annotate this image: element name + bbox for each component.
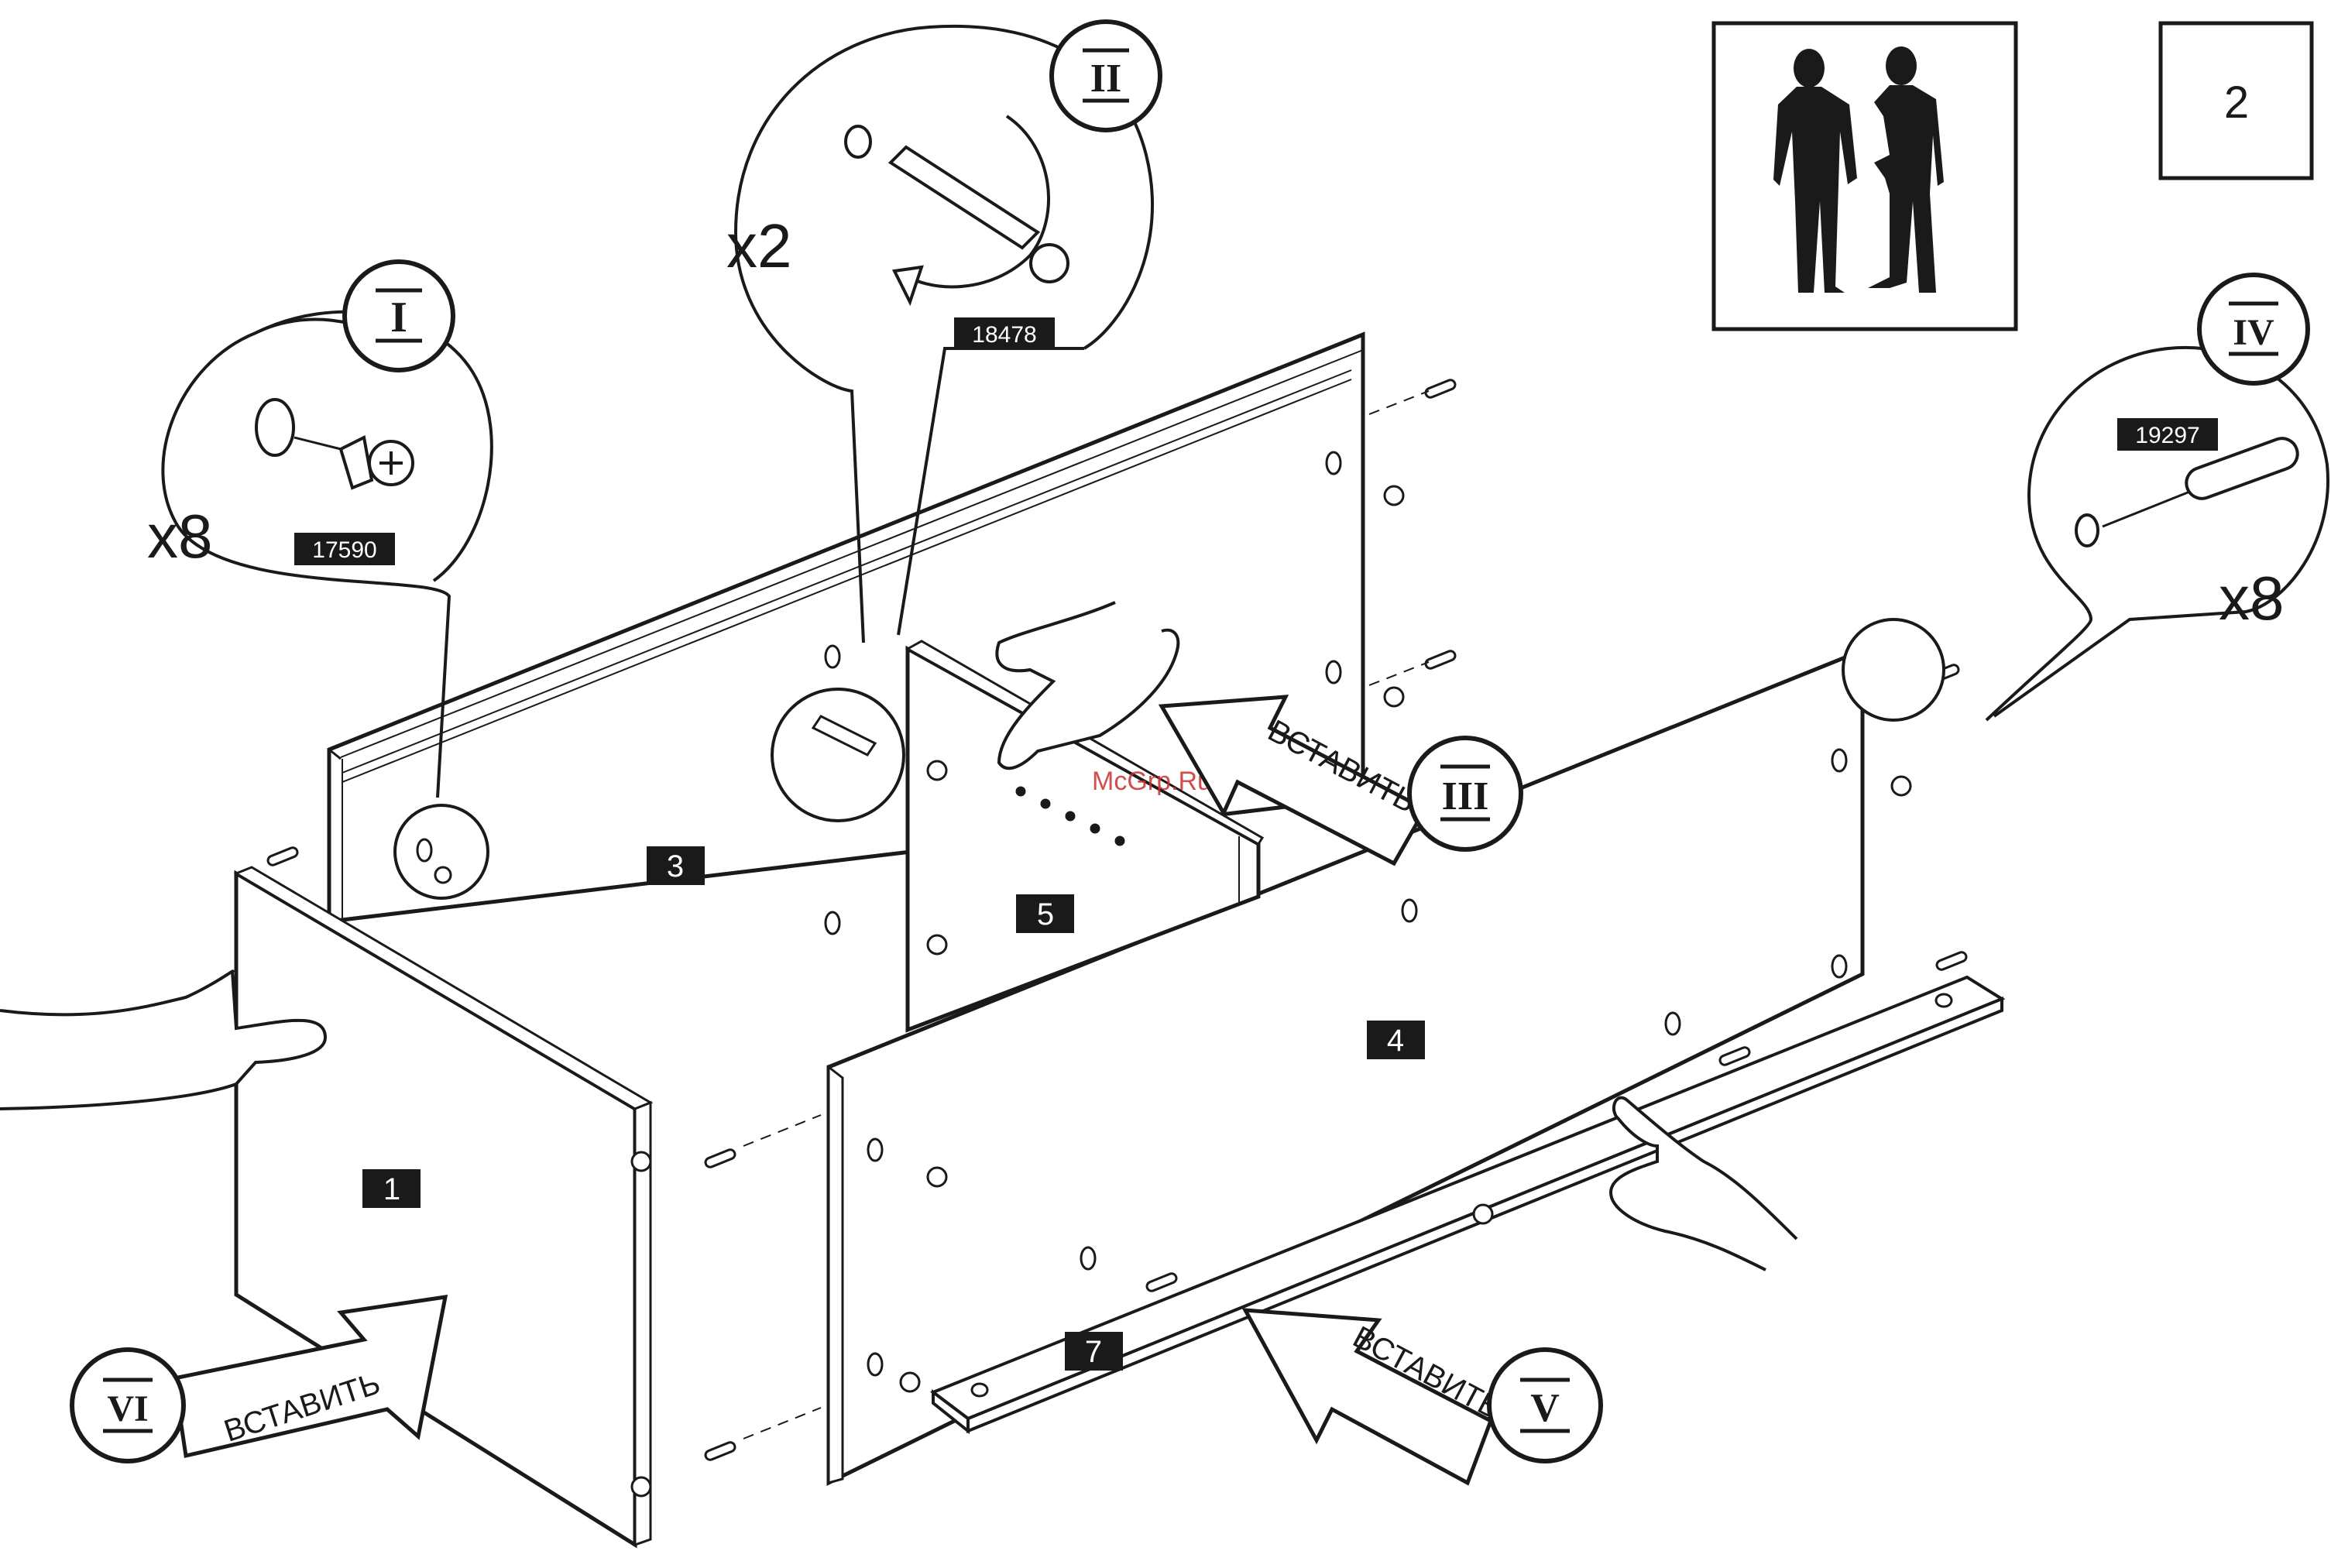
callout-VI-roman: VI (107, 1388, 148, 1429)
callout-IV-part-code: 19297 (2135, 423, 2199, 448)
callout-IV-quantity: x8 (2219, 564, 2285, 633)
callout-III-roman: III (1442, 774, 1489, 818)
callout-IV-roman: IV (2233, 312, 2274, 353)
callout-II-roman: II (1090, 57, 1121, 101)
callout-I-quantity: x8 (147, 502, 213, 571)
callout-I-roman: I (390, 293, 407, 341)
callout-V-arrow: ВСТАВИТЬ V (1245, 1310, 1601, 1483)
brand-watermark: McGrp.Ru (1092, 767, 1212, 796)
callout-VI-arrow: ВСТАВИТЬ VI (72, 1297, 445, 1461)
callout-II-quantity: x2 (726, 211, 792, 280)
cam-lock-icon (341, 437, 413, 488)
callout-II-part-code: 18478 (972, 322, 1036, 348)
step-number-box: 2 (2161, 23, 2312, 178)
two-people-icon (1714, 23, 2016, 329)
screw-icon (891, 116, 1068, 302)
svg-text:7: 7 (1085, 1335, 1102, 1369)
svg-text:3: 3 (667, 849, 684, 884)
panel-label-5: 5 (1016, 894, 1074, 933)
panel-label-1: 1 (362, 1169, 421, 1208)
callout-V-roman: V (1530, 1386, 1560, 1430)
svg-text:1: 1 (383, 1172, 400, 1206)
svg-text:4: 4 (1387, 1024, 1404, 1058)
panel-label-7: 7 (1065, 1332, 1123, 1371)
callout-IV: IV 19297 x8 (1843, 275, 2328, 720)
svg-text:5: 5 (1037, 897, 1054, 932)
panel-label-3: 3 (647, 846, 705, 885)
step-number: 2 (2224, 77, 2249, 128)
panel-label-4: 4 (1367, 1021, 1425, 1059)
callout-I-part-code: 17590 (312, 537, 376, 563)
panel-1-side (236, 867, 651, 1545)
